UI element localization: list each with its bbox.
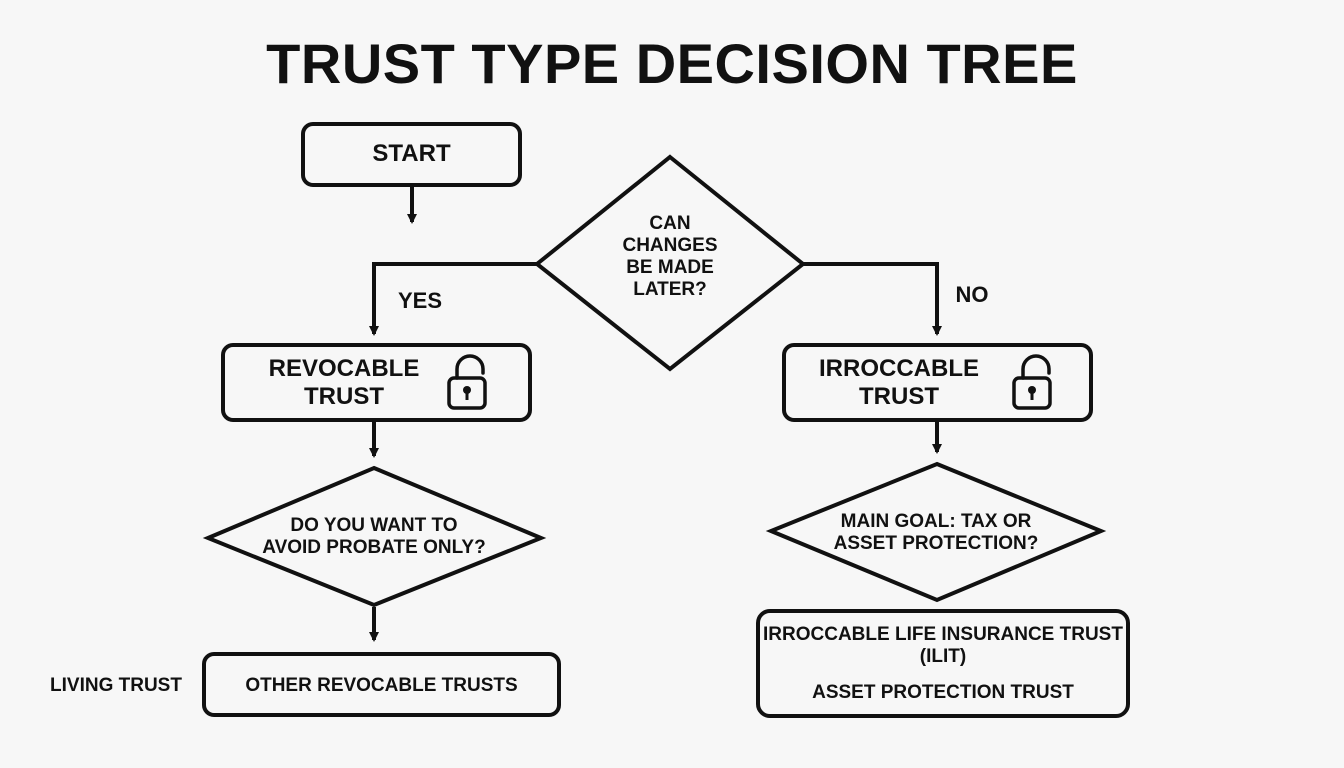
irrevocable-trust-label: IRROCCABLE TRUST — [819, 355, 979, 410]
other-revocable-trusts-box — [202, 652, 561, 717]
irrevocable-trust-box — [782, 343, 1093, 422]
ilit-label: IRROCCABLE LIFE INSURANCE TRUST (ILIT) — [763, 624, 1123, 667]
irrevocable-outcomes-box — [756, 609, 1130, 718]
changes-decision-diamond — [533, 154, 807, 372]
revocable-trust-box — [221, 343, 532, 422]
unlocked-padlock-icon — [1012, 354, 1052, 410]
start-box — [301, 122, 522, 187]
revocable-trust-label: REVOCABLE TRUST — [268, 355, 420, 410]
changes-question-label: CAN CHANGES BE MADE LATER? — [622, 213, 718, 300]
probate-decision-diamond — [202, 465, 547, 608]
unlocked-padlock-icon — [447, 354, 487, 410]
yes-edge-label: YES — [397, 288, 443, 313]
connector-no-branch — [803, 262, 942, 336]
connector-yes-branch — [369, 262, 537, 336]
goal-question-label: MAIN GOAL: TAX OR ASSET PROTECTION? — [833, 511, 1039, 554]
other-revocable-trusts-label: OTHER REVOCABLE TRUSTS — [245, 675, 518, 696]
goal-decision-diamond — [765, 461, 1107, 603]
living-trust-label: LIVING TRUST — [50, 675, 182, 696]
page-title: TRUST TYPE DECISION TREE — [266, 32, 1078, 95]
start-label: START — [372, 140, 451, 167]
asset-protection-trust-label: ASSET PROTECTION TRUST — [812, 682, 1074, 703]
no-edge-label: NO — [955, 282, 989, 307]
probate-question-label: DO YOU WANT TO AVOID PROBATE ONLY? — [262, 515, 486, 558]
